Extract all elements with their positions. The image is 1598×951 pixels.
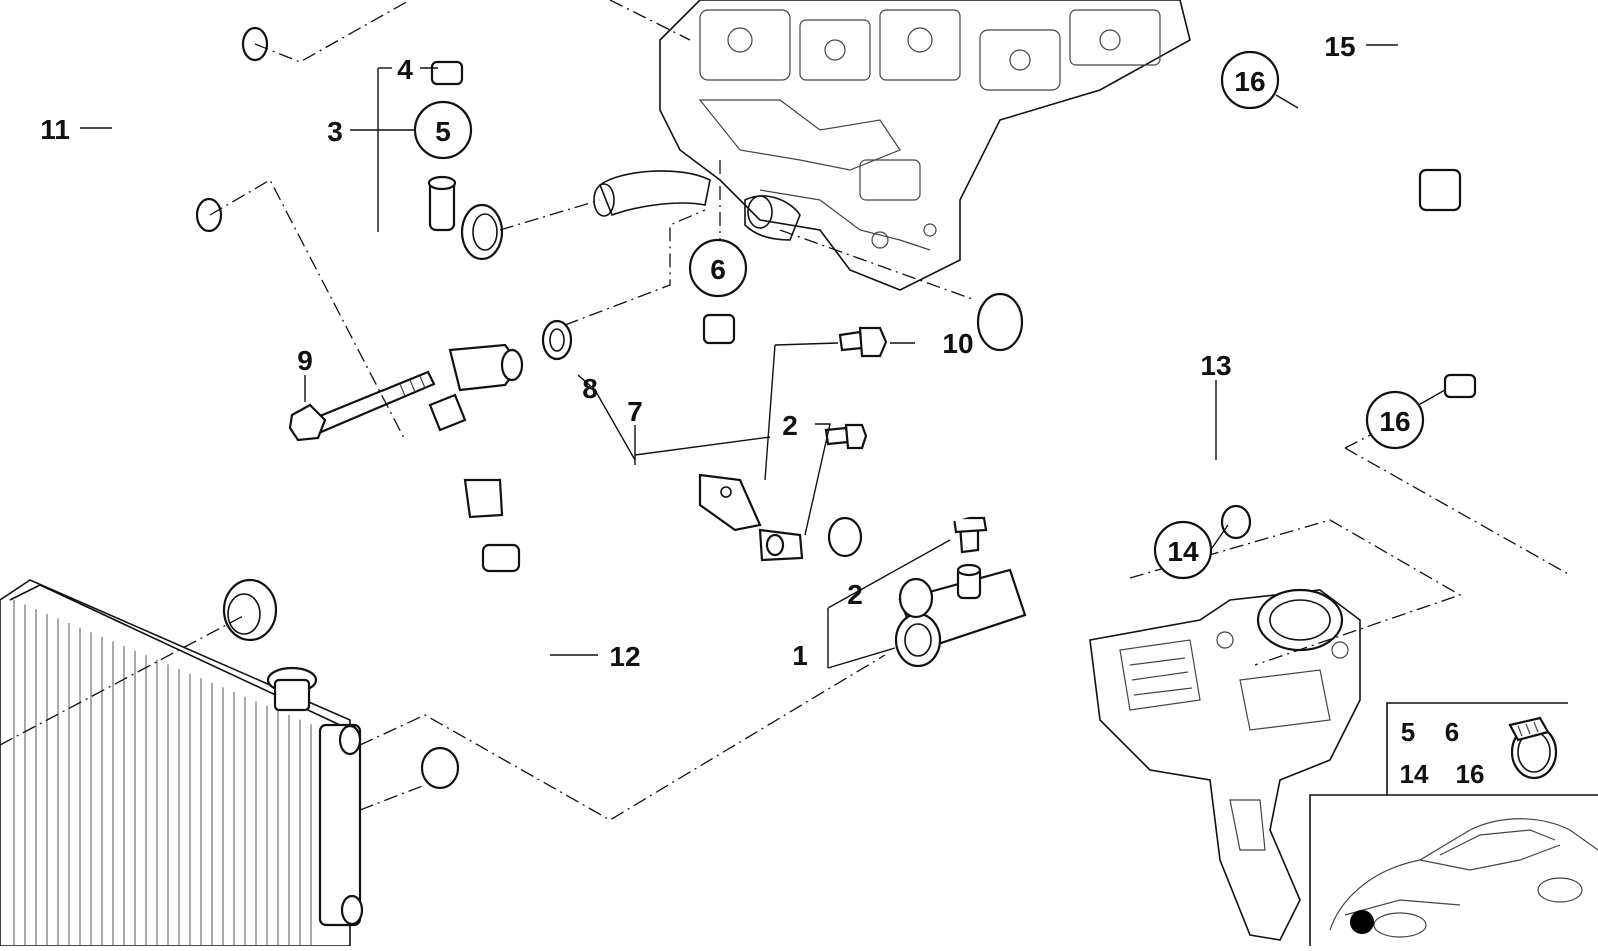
callout-4: 4 — [397, 54, 413, 85]
callout-5-circle: 5 — [413, 100, 473, 160]
car-outline-icon — [1329, 818, 1598, 938]
svg-text:16: 16 — [1234, 66, 1265, 97]
callout-2-upper: 2 — [782, 410, 798, 441]
clamp-legend-box: 5 6 14 16 — [1386, 702, 1568, 795]
hose-12 — [420, 543, 531, 790]
callout-8: 8 — [582, 373, 598, 404]
callout-14-circle: 14 — [1153, 520, 1213, 580]
radiator — [0, 579, 364, 947]
callout-16-circle-top: 16 — [1220, 50, 1280, 110]
svg-text:14: 14 — [1167, 536, 1199, 567]
hose-11 — [118, 19, 269, 233]
callout-12: 12 — [609, 641, 640, 672]
leader-lines — [80, 44, 1446, 669]
bolt-2-lower — [952, 516, 988, 554]
pipe-assembly-7 — [428, 343, 804, 562]
legend-number-16: 16 — [1456, 759, 1485, 789]
svg-text:6: 6 — [710, 254, 726, 285]
location-dot-icon — [1350, 910, 1374, 934]
legend-number-14: 14 — [1400, 759, 1429, 789]
hose-13 — [827, 292, 1294, 606]
legend-number-6: 6 — [1445, 717, 1459, 747]
hose-4 — [430, 22, 736, 393]
connector-1 — [894, 563, 1027, 668]
svg-text:5: 5 — [435, 116, 451, 147]
hose-15 — [1295, 0, 1527, 400]
reference-lines — [0, 0, 1571, 821]
svg-text:16: 16 — [1379, 406, 1410, 437]
seal-ring-8 — [541, 319, 573, 361]
hose-clamp-icon — [1508, 716, 1558, 780]
throttle-body — [1089, 588, 1361, 941]
callout-2-lower: 2 — [847, 579, 863, 610]
callout-16-circle-bottom: 16 — [1365, 390, 1425, 450]
callout-3: 3 — [327, 116, 343, 147]
vehicle-thumbnail — [1309, 794, 1598, 946]
callout-13: 13 — [1200, 350, 1231, 381]
bolt-2-upper — [824, 423, 868, 450]
callout-7: 7 — [627, 396, 643, 427]
callout-15: 15 — [1324, 31, 1355, 62]
bolt-10 — [838, 326, 888, 358]
engine-block — [593, 0, 1191, 291]
legend-number-5: 5 — [1401, 717, 1415, 747]
callout-labels: 11 3 4 9 8 7 2 10 13 12 2 1 15 — [40, 31, 1355, 672]
hose-3 — [128, 175, 504, 647]
callout-9: 9 — [297, 345, 313, 376]
callout-1: 1 — [792, 640, 808, 671]
callout-11: 11 — [40, 114, 70, 145]
callout-10: 10 — [942, 328, 973, 359]
bolt-9 — [288, 370, 436, 442]
circled-callouts: 5 6 14 16 16 — [413, 50, 1425, 580]
callout-6-circle: 6 — [688, 238, 748, 298]
